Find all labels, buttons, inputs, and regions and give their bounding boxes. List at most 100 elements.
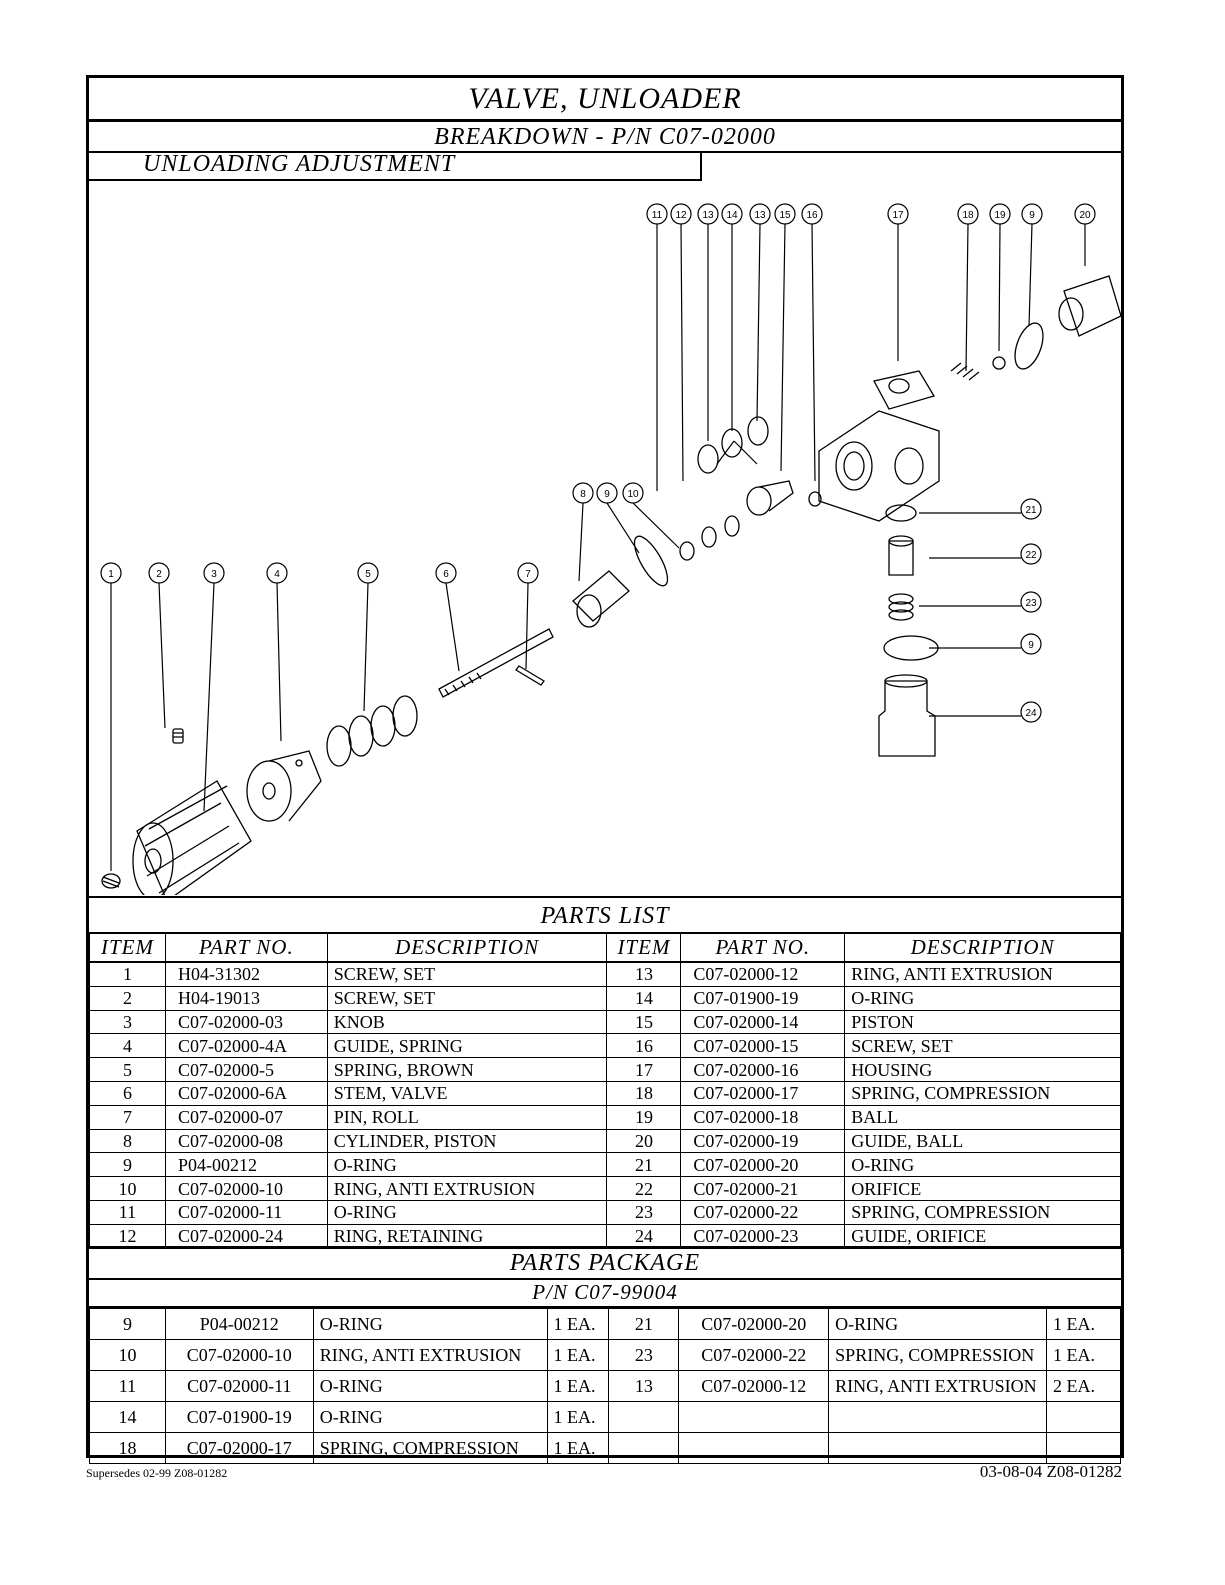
table-cell: 1 EA. <box>546 1401 610 1433</box>
table-cell: HOUSING <box>844 1057 1121 1082</box>
table-cell: 18 <box>606 1080 682 1106</box>
table-cell: C07-02000-10 <box>164 1339 314 1371</box>
callout-label: 14 <box>726 210 738 221</box>
table-cell: O-RING <box>312 1370 548 1402</box>
table-cell: 9 <box>89 1308 166 1340</box>
table-cell: 23 <box>608 1339 680 1371</box>
callout-label: 20 <box>1079 210 1091 221</box>
callout-label: 2 <box>156 569 162 580</box>
col-description: DESCRIPTION <box>326 932 608 963</box>
table-cell: C07-02000-03 <box>164 1009 328 1035</box>
table-cell: 13 <box>608 1370 680 1402</box>
table-cell: SPRING, COMPRESSION <box>844 1199 1121 1225</box>
table-cell: C07-02000-15 <box>680 1033 846 1059</box>
table-cell: O-RING <box>844 985 1121 1011</box>
table-cell: C07-02000-17 <box>164 1432 314 1464</box>
table-cell: PISTON <box>844 1009 1121 1035</box>
table-cell <box>678 1401 830 1433</box>
table-cell: C07-02000-20 <box>678 1308 830 1340</box>
callout-label: 15 <box>779 210 791 221</box>
parts-list-table: ITEM PART NO. DESCRIPTION ITEM PART NO. … <box>89 932 1121 1249</box>
table-cell: 1 EA. <box>1046 1339 1121 1371</box>
table-cell: C07-02000-17 <box>680 1080 846 1106</box>
callout-label: 13 <box>754 210 766 221</box>
callout-label: 18 <box>962 210 974 221</box>
callout-label: 19 <box>994 210 1006 221</box>
table-cell: 9 <box>89 1152 166 1178</box>
table-cell: O-RING <box>844 1152 1121 1178</box>
table-cell: 15 <box>606 1009 682 1035</box>
table-cell: SPRING, COMPRESSION <box>844 1080 1121 1106</box>
table-cell <box>828 1401 1048 1433</box>
table-cell: 14 <box>89 1401 166 1433</box>
table-cell: 16 <box>606 1033 682 1059</box>
table-cell: O-RING <box>828 1308 1048 1340</box>
callout-label: 3 <box>211 569 217 580</box>
table-cell: 13 <box>606 961 682 987</box>
table-cell: 2 <box>89 985 166 1011</box>
table-cell: 2 EA. <box>1046 1370 1121 1402</box>
table-cell: P04-00212 <box>164 1308 314 1340</box>
document-code: 03-08-04 Z08-01282 <box>979 1462 1122 1481</box>
table-cell: C07-02000-08 <box>164 1128 328 1154</box>
table-cell: C07-02000-22 <box>678 1339 830 1371</box>
table-cell: C07-02000-22 <box>680 1199 846 1225</box>
table-cell: C07-02000-12 <box>678 1370 830 1402</box>
table-cell: 19 <box>606 1104 682 1130</box>
table-cell: 3 <box>89 1009 166 1035</box>
table-cell: C07-02000-23 <box>680 1223 846 1249</box>
table-cell: SCREW, SET <box>844 1033 1121 1059</box>
exploded-diagram: 1 2 3 4 5 6 7 8 9 10 11 12 13 14 13 15 1… <box>100 203 1121 895</box>
table-cell: C07-02000-11 <box>164 1370 314 1402</box>
table-cell: STEM, VALVE <box>326 1080 608 1106</box>
table-cell: C07-01900-19 <box>164 1401 314 1433</box>
table-cell: 5 <box>89 1057 166 1082</box>
callout-label: 9 <box>1028 640 1034 651</box>
callout-label: 21 <box>1025 505 1037 516</box>
table-cell: C07-02000-18 <box>680 1104 846 1130</box>
callout-label: 6 <box>443 569 449 580</box>
table-cell: 1 <box>89 961 166 987</box>
col-description: DESCRIPTION <box>844 932 1121 963</box>
table-cell: 22 <box>606 1176 682 1201</box>
table-cell: SCREW, SET <box>326 961 608 987</box>
callout-label: 8 <box>580 489 586 500</box>
table-cell: SPRING, BROWN <box>326 1057 608 1082</box>
table-cell: C07-02000-10 <box>164 1176 328 1201</box>
col-item: ITEM <box>606 932 682 963</box>
table-cell: RING, ANTI EXTRUSION <box>828 1370 1048 1402</box>
table-cell: KNOB <box>326 1009 608 1035</box>
col-part-no: PART NO. <box>164 932 328 963</box>
table-cell: 8 <box>89 1128 166 1154</box>
table-cell <box>1046 1401 1121 1433</box>
table-cell: C07-02000-21 <box>680 1176 846 1201</box>
callout-label: 4 <box>274 569 280 580</box>
parts-list-title: PARTS LIST <box>89 896 1121 934</box>
callout-label: 9 <box>604 489 610 500</box>
table-cell: 7 <box>89 1104 166 1130</box>
parts-package-title: PARTS PACKAGE <box>89 1246 1121 1280</box>
table-cell: 21 <box>606 1152 682 1178</box>
table-cell: SCREW, SET <box>326 985 608 1011</box>
table-cell: SPRING, COMPRESSION <box>312 1432 548 1464</box>
callout-label: 17 <box>892 210 904 221</box>
table-cell: ORIFICE <box>844 1176 1121 1201</box>
table-cell: BALL <box>844 1104 1121 1130</box>
table-cell: SPRING, COMPRESSION <box>828 1339 1048 1371</box>
table-cell: CYLINDER, PISTON <box>326 1128 608 1154</box>
table-cell: 1 EA. <box>1046 1308 1121 1340</box>
table-cell: P04-00212 <box>164 1152 328 1178</box>
table-cell: C07-02000-16 <box>680 1057 846 1082</box>
table-cell: 1 EA. <box>546 1432 610 1464</box>
callout-label: 13 <box>702 210 714 221</box>
table-cell <box>1046 1432 1121 1464</box>
callout-circles <box>100 203 1096 723</box>
